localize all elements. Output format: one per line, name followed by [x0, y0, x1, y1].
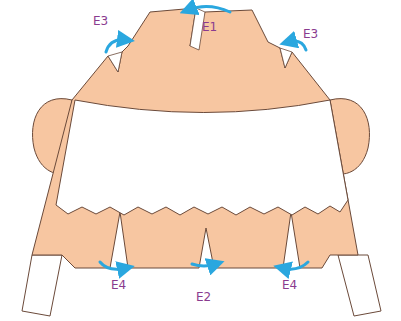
fold-arrow	[188, 6, 230, 12]
beard-band	[56, 100, 348, 215]
head-shape	[32, 8, 358, 268]
callout-label: E2	[196, 291, 211, 303]
glue-tab	[22, 255, 62, 316]
callout-label: E4	[111, 279, 126, 291]
callout-label: E1	[202, 21, 217, 33]
fold-arrow	[100, 262, 126, 269]
callout-label: E3	[303, 28, 318, 40]
fold-arrow	[288, 41, 306, 50]
fold-arrow	[192, 264, 216, 266]
fold-arrow	[106, 40, 126, 52]
callout-label: E3	[93, 15, 108, 27]
glue-tab	[338, 255, 381, 316]
callout-label: E4	[282, 279, 297, 291]
cut-slit	[108, 52, 122, 72]
cut-slit	[280, 48, 292, 68]
fold-arrow	[282, 262, 308, 269]
